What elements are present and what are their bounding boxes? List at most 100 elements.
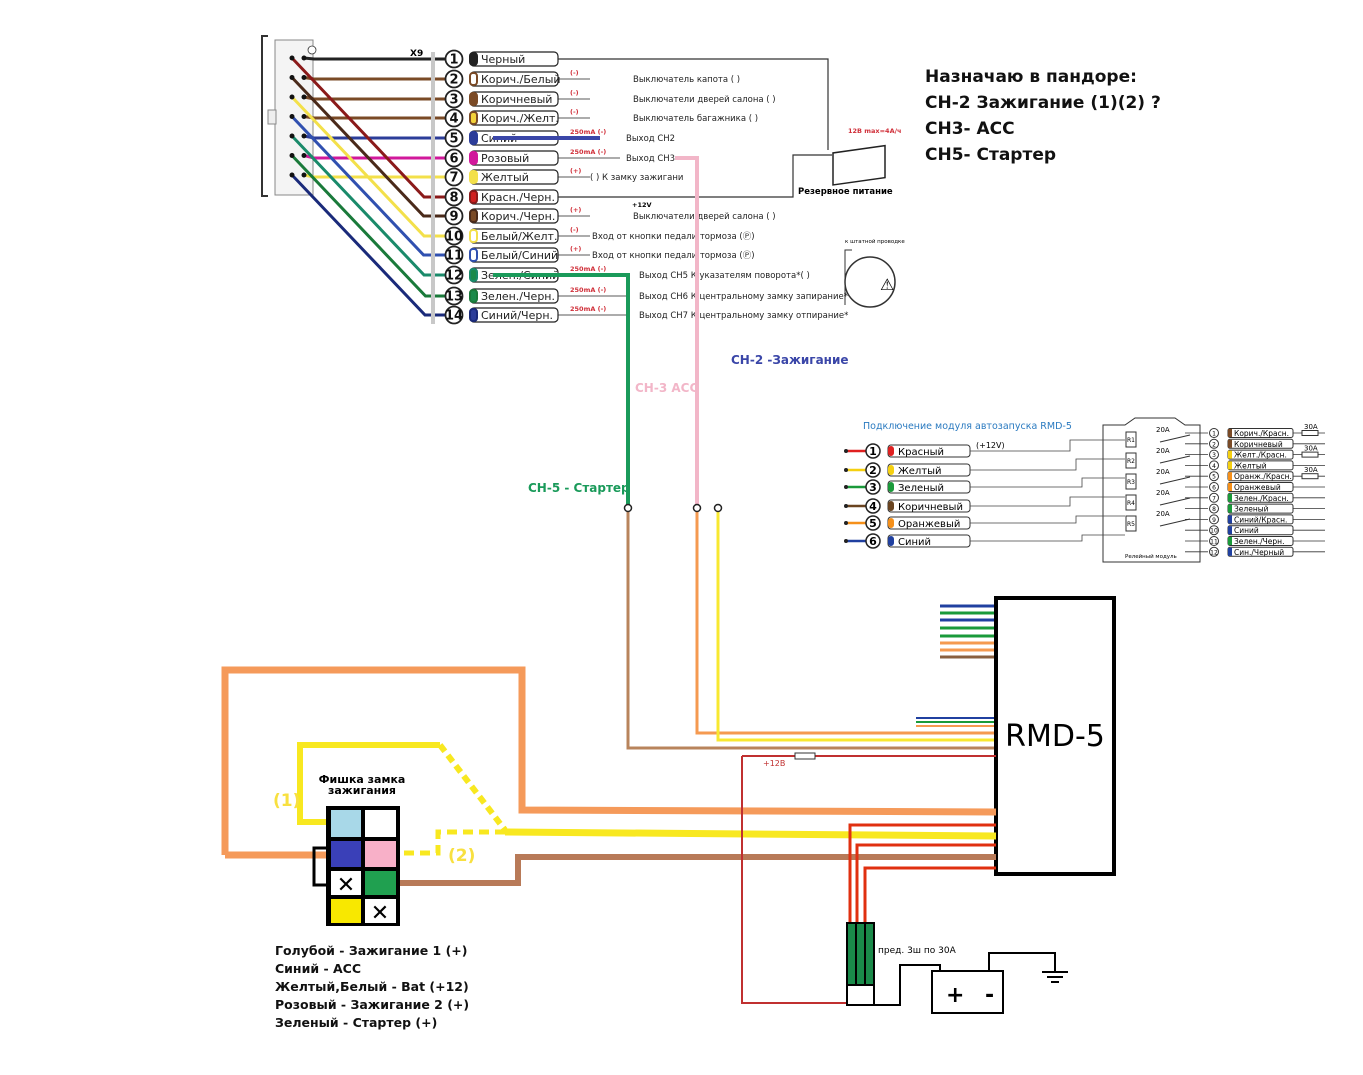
wire-polarity: 250mA (-) [570, 148, 606, 156]
pin-number: 3 [1212, 452, 1216, 459]
note-line: Назначаю в пандоре: [925, 67, 1137, 87]
wire-label: Розовый [481, 152, 529, 165]
hazard-triangle-icon: ⚠ [880, 275, 894, 294]
pin-number: 10 [1210, 528, 1218, 535]
pin-number: 6 [1212, 485, 1216, 492]
wire-color-tab [469, 92, 478, 106]
rmd-internal-wire [970, 439, 1125, 452]
connector-pin [289, 133, 295, 139]
connector-label: X9 [410, 49, 423, 59]
wire-description: Выход CH3 [626, 154, 675, 164]
relay-label: R1 [1127, 437, 1135, 444]
pin-number: 9 [449, 210, 458, 225]
rmd-internal-wire [970, 496, 1125, 507]
pin-number: 5 [869, 517, 877, 530]
pin-number: 2 [1212, 441, 1216, 448]
connector-pin [289, 75, 295, 80]
pin-green [365, 871, 396, 895]
wire-label: Корич./Красн. [1234, 429, 1289, 438]
pin-number: 6 [869, 535, 877, 548]
harness-wire [290, 115, 445, 257]
pin-number: 8 [449, 191, 458, 206]
connector-pin [301, 153, 307, 158]
legend-item: Зеленый - Стартер (+) [275, 1015, 437, 1030]
plus12v-label: +12V [632, 201, 652, 209]
legend-item: Синий - АСС [275, 961, 361, 976]
wire-label: Коричневый [481, 93, 552, 106]
fuse-rating: 30A [1304, 466, 1318, 474]
wire-description: Выключатель капота ( ) [633, 75, 740, 85]
wire-color-tab [888, 446, 894, 456]
battery-plus: + [946, 983, 964, 1008]
wire-label: Коричневый [1234, 440, 1283, 449]
wire-label: Желт./Красн. [1234, 451, 1287, 460]
mark-1: (1) [273, 791, 300, 811]
wire-label: Зеленый [1234, 505, 1269, 514]
pin-number: 2 [449, 73, 458, 88]
wire-label: Белый/Желт. [481, 230, 557, 243]
pin-number-badge [1209, 438, 1219, 449]
note-line: СН3- АСС [925, 119, 1015, 139]
wire-label: Оранжевый [898, 519, 960, 530]
relay-rating: 20A [1156, 447, 1170, 455]
wire-polarity: (+) [570, 245, 581, 253]
pin-number-badge [1209, 460, 1219, 471]
wire-polarity: 250mA (-) [570, 128, 606, 136]
wire-label: Син./Черный [1234, 548, 1284, 557]
wire-polarity: (+) [570, 167, 581, 175]
wire-label: Синий [1234, 526, 1259, 535]
wire-label: Красн./Черн. [481, 191, 555, 204]
wire-color-tab [1228, 439, 1232, 448]
legend-item: Розовый - Зажигание 2 (+) [275, 997, 469, 1012]
relay-module-label: Релейный модуль [1125, 553, 1177, 560]
pin-number: 12 [1210, 549, 1218, 556]
fuse-icon [1301, 473, 1319, 480]
connector-pin [289, 172, 295, 178]
wire-end [844, 449, 848, 453]
fuse-icon [1301, 430, 1319, 436]
wire-label: Желтый [1234, 461, 1267, 470]
pin-number: 10 [445, 230, 463, 245]
rmd-connection-diagram: Подключение модуля автозапуска RMD-5 (+1… [844, 417, 1325, 563]
ch3-label: СН-3 АСС [635, 381, 698, 395]
wire-color-tab [1228, 537, 1232, 545]
connector-pin [289, 94, 295, 100]
wire-label: Корич./Желт. [481, 112, 559, 125]
connector-pin [301, 94, 307, 100]
wire-polarity: 250mA (-) [570, 286, 606, 294]
ignition-connector: Фишка замка зажигания ✕ ✕ [312, 773, 405, 926]
pin-pink [365, 841, 396, 867]
ignition-title: зажигания [328, 784, 396, 797]
rmd-internal-wire [970, 458, 1125, 471]
wire-color-tab [1228, 483, 1232, 491]
backup-power: 12В max=4A/ч Резервное питание +12V к шт… [558, 58, 905, 308]
rmd-output-row: 2 Коричневый [1185, 438, 1325, 449]
relay-coil [1125, 494, 1137, 511]
pin-number-badge [444, 226, 464, 246]
harness-wire [290, 56, 445, 199]
pin-number-badge [1209, 514, 1219, 525]
rmd-plus12v: (+12V) [976, 441, 1005, 450]
wire-label: Зеленый [898, 483, 944, 494]
wire-polarity: (-) [570, 69, 579, 77]
pin-number-badge [1209, 482, 1219, 492]
relay-label: R5 [1127, 521, 1135, 528]
x-icon: ✕ [337, 873, 355, 898]
wire-label: Коричневый [898, 502, 963, 513]
pin-blue [331, 841, 361, 867]
relay-switch [1159, 476, 1191, 485]
pin-number-badge [1209, 449, 1219, 460]
relay-label: R3 [1127, 479, 1135, 486]
relay-coil [1125, 515, 1137, 532]
connector-pin [301, 172, 307, 178]
wire-label: Зелен./Черн. [481, 290, 555, 303]
wire-label: Синий/Черн. [481, 309, 553, 322]
wire-color-tab [1228, 515, 1232, 524]
wire-label: Желтый [898, 466, 942, 477]
pin-number-badge [865, 462, 881, 478]
